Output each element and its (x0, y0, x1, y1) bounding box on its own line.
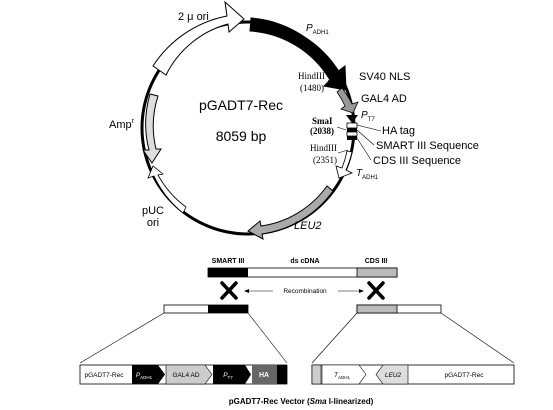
smart-iii-label: SMART III (212, 258, 245, 265)
leu2-arrow (247, 185, 334, 240)
pt7-label: PT7 (361, 110, 375, 123)
cds-seq-label: CDS III Sequence (373, 155, 461, 167)
cds-box (347, 136, 357, 140)
plasmid-size: 8059 bp (216, 128, 267, 144)
puc-ori-arrow (147, 165, 187, 214)
recombination-label: Recombination (283, 288, 327, 295)
puc-line1: pUC (142, 205, 164, 217)
hind2-pos: (2351) (313, 155, 337, 165)
smart-leader (356, 129, 375, 146)
vec-padh1-sub: ADH1 (140, 375, 153, 380)
gal4-ad-arrow (336, 87, 359, 114)
cds-leader (356, 137, 372, 161)
vec-pt7-p: P (223, 372, 228, 379)
gal4-block-arrow (165, 364, 213, 385)
smart-iii-segment (208, 268, 248, 277)
padh1-p: P (306, 23, 313, 34)
gal4-block-label: GAL4 AD (172, 372, 199, 379)
tadh1-arrow (335, 150, 353, 179)
caption-post: I-linearized) (327, 397, 374, 406)
recombination-scheme: SMART III ds cDNA CDS III Recombination (79, 258, 515, 364)
vector-end-left-black (208, 305, 248, 313)
pt7-block-label: PT7 (223, 372, 233, 380)
right-vector-name: pGADT7-Rec (444, 372, 484, 379)
vec-padh1-p: P (136, 372, 141, 379)
padh1-block-arrow (132, 365, 165, 384)
plasmid-name: pGADT7-Rec (199, 97, 283, 113)
zoom-line-2 (247, 312, 288, 364)
zoom-line-4 (440, 312, 515, 364)
hind1-name: HindIII (298, 71, 325, 81)
padh1-block-label: PADH1 (136, 372, 153, 380)
linearized-vector: pGADT7-Rec PADH1 GAL4 AD PT7 HA TADH1 LE… (79, 364, 515, 406)
gal4-label: GAL4 AD (361, 93, 407, 105)
ha-box (346, 122, 358, 129)
leu2-block-label: LEU2 (385, 372, 402, 379)
leu2-label: LEU2 (294, 220, 322, 232)
smai-name: SmaI (312, 116, 333, 126)
cds-iii-label: CDS III (365, 258, 388, 265)
smart-end-block (277, 365, 287, 384)
smai-tick (336, 126, 347, 131)
ampr-arrow (142, 93, 162, 164)
smart-seq-label: SMART III Sequence (376, 140, 479, 152)
hind1-pos: (1480) (300, 83, 324, 93)
leu2-block-arrow (375, 364, 409, 385)
pt7-block-arrow (213, 365, 251, 384)
plasmid-map: pGADT7-Rec 8059 bp 2 μ ori PADH1 SV40 NL… (109, 0, 479, 240)
vector-caption: pGADT7-Rec Vector (Sma I-linearized) (229, 397, 374, 406)
vec-tadh1-sub: ADH1 (338, 375, 351, 380)
smart-box (347, 128, 357, 132)
sv40-label: SV40 NLS (359, 71, 410, 83)
puc-line2: ori (147, 217, 159, 229)
amp-sup: r (132, 118, 135, 125)
tadh1-sub: ADH1 (362, 175, 379, 181)
crossover-left-icon (220, 281, 238, 300)
padh1-sub: ADH1 (313, 30, 330, 36)
hind1-tick (327, 79, 339, 86)
zoom-line-1 (79, 312, 165, 364)
arrow-head-left-icon (244, 289, 249, 293)
ha-block (252, 365, 277, 384)
tadh1-block-label: TADH1 (334, 372, 350, 380)
hind2-name: HindIII (310, 143, 337, 153)
pt7-triangle (346, 115, 358, 123)
tadh1-block-arrow (321, 364, 367, 385)
cds-end-block (311, 364, 322, 385)
hind2-tick (337, 149, 349, 154)
ampr-label: Ampr (109, 118, 135, 131)
crossover-right-icon (367, 281, 385, 300)
cds-iii-segment (356, 267, 398, 278)
zoom-line-3 (311, 312, 358, 364)
ha-leader (356, 124, 382, 132)
vector-end-right-gray (356, 304, 398, 314)
pt7-p: P (361, 110, 368, 121)
vec-tadh1-t: T (334, 372, 339, 379)
pt7-sub: T7 (368, 117, 376, 123)
caption-italic: Sma (310, 397, 327, 406)
caption-pre: pGADT7-Rec Vector ( (229, 397, 310, 406)
smai-pos: (2038) (310, 126, 334, 136)
padh1-label: PADH1 (306, 23, 329, 36)
tadh1-label: TADH1 (356, 168, 379, 181)
left-vector-name: pGADT7-Rec (84, 372, 124, 379)
vec-pt7-sub: T7 (228, 375, 234, 380)
amp-text: Amp (109, 119, 132, 131)
ori-2mu-arrow (152, 0, 245, 76)
tadh1-t: T (356, 168, 363, 179)
ds-cdna-label: ds cDNA (290, 258, 319, 265)
ha-tag-label: HA tag (382, 125, 415, 137)
arrow-head-right-icon (359, 289, 364, 293)
ha-block-label: HA (259, 372, 269, 379)
ori-2mu-label: 2 μ ori (178, 11, 209, 23)
padh1-arrow (249, 17, 347, 91)
insert-box (346, 131, 358, 137)
